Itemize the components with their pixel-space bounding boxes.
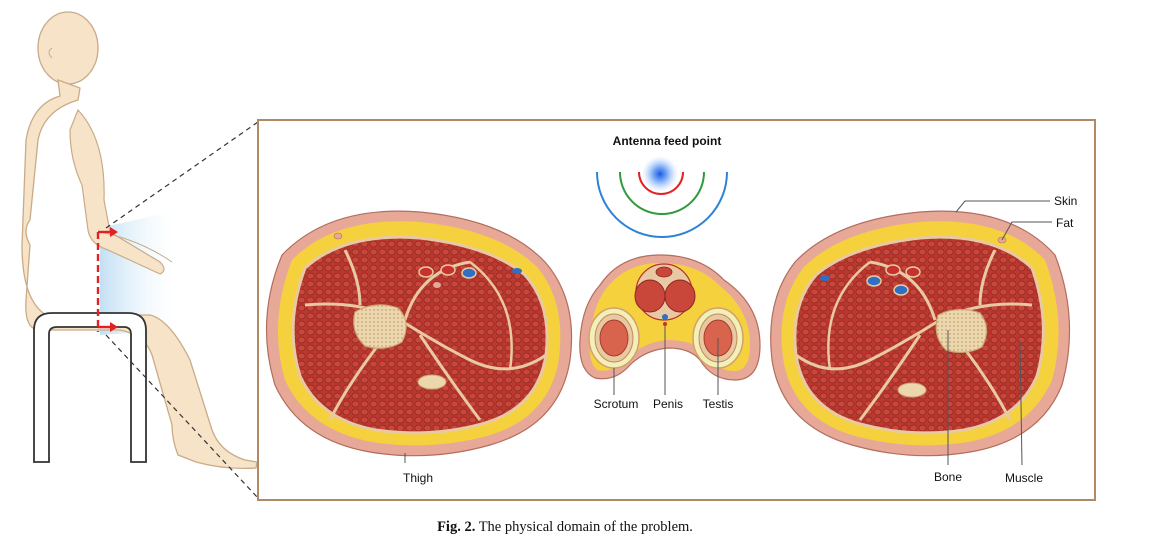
person-arm bbox=[69, 108, 165, 275]
right-thigh-section bbox=[770, 210, 1071, 457]
label-skin: Skin bbox=[1054, 194, 1077, 208]
leader-skin bbox=[955, 200, 1050, 213]
seated-person-illustration bbox=[21, 11, 258, 470]
person-head bbox=[37, 11, 99, 85]
cross-section-marker bbox=[96, 227, 118, 332]
arc-blue bbox=[596, 171, 728, 238]
leader-muscle bbox=[1019, 339, 1023, 466]
label-scrotum: Scrotum bbox=[594, 397, 639, 411]
person-thigh-line bbox=[99, 231, 173, 263]
testis-left bbox=[588, 307, 640, 369]
leader-fat bbox=[1001, 221, 1052, 241]
center-genital-section bbox=[579, 254, 761, 381]
arc-red bbox=[638, 171, 684, 195]
left-thigh-section bbox=[265, 210, 573, 457]
zoom-line-top bbox=[105, 121, 259, 229]
label-bone: Bone bbox=[934, 470, 962, 484]
antenna-feed-point bbox=[596, 156, 728, 238]
label-penis: Penis bbox=[653, 397, 683, 411]
label-testis: Testis bbox=[703, 397, 734, 411]
leader-lines bbox=[404, 200, 1052, 466]
person-ear bbox=[48, 47, 53, 59]
antenna-title: Antenna feed point bbox=[613, 134, 722, 148]
caption-text: The physical domain of the problem. bbox=[478, 519, 693, 535]
zoom-line-bottom bbox=[105, 334, 259, 499]
person-body bbox=[21, 79, 258, 470]
figure-caption: Fig. 2. The physical domain of the probl… bbox=[0, 519, 1130, 536]
caption-prefix: Fig. 2. bbox=[437, 519, 476, 535]
label-fat: Fat bbox=[1056, 216, 1074, 230]
label-muscle: Muscle bbox=[1005, 471, 1043, 485]
arc-green bbox=[619, 171, 705, 215]
label-thigh: Thigh bbox=[403, 471, 433, 485]
chair bbox=[33, 312, 147, 463]
